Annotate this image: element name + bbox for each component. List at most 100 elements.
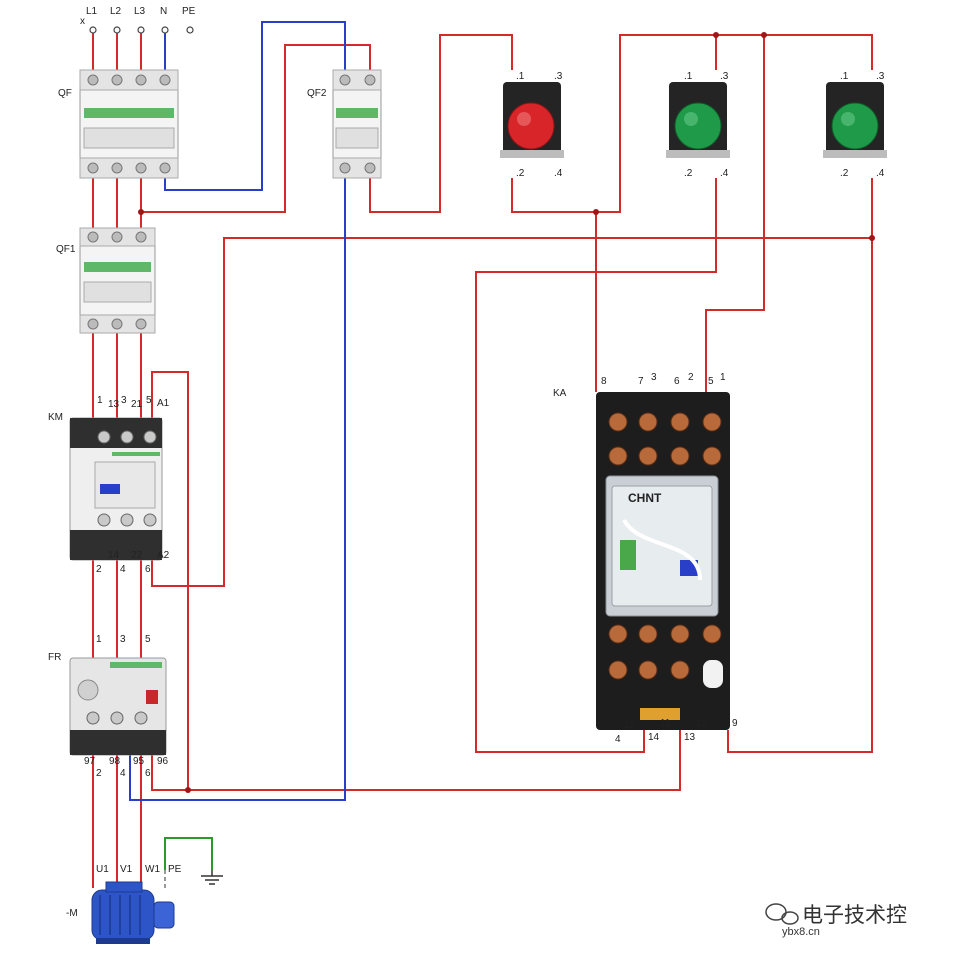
label-x: x: [80, 16, 85, 27]
red-wires: [92, 30, 873, 888]
fr-b6: 6: [145, 768, 151, 779]
wire-qf2-stop: [369, 34, 513, 213]
wire-green2-4: [727, 178, 873, 753]
breaker-qf1: [79, 227, 156, 334]
km-t21: 21: [131, 399, 143, 410]
stop-t1: .1: [516, 71, 525, 82]
label-l1: L1: [86, 6, 98, 17]
start2-t2: .2: [840, 168, 849, 179]
ka-bottom-labels: 4 12 14 11 13 10 9: [615, 718, 738, 745]
ka-t3: 3: [651, 372, 657, 383]
wire-fr-95: [151, 730, 681, 791]
start1-t3: .3: [720, 71, 729, 82]
wire-km-a1: [151, 371, 189, 790]
label-ka: KA: [553, 388, 567, 399]
start1-t2: .2: [684, 168, 693, 179]
watermark-brand: 电子技术控: [802, 904, 907, 927]
wire-ka6: [705, 35, 765, 392]
stop-t4: .4: [554, 168, 563, 179]
blue-wires: [129, 21, 346, 801]
km-t14: 14: [108, 550, 120, 561]
label-qf1: QF1: [56, 244, 76, 255]
km-t1: 1: [97, 395, 103, 406]
fr-b4: 4: [120, 768, 126, 779]
watermark: 电子技术控 ybx8.cn: [765, 903, 907, 938]
label-pe: PE: [182, 6, 196, 17]
ka-t14: 14: [648, 732, 660, 743]
motor-terminal-labels: U1 V1 W1 PE: [96, 864, 182, 875]
fr-t3: 3: [120, 634, 126, 645]
supply-labels: L1 L2 L3 N PE x: [80, 6, 196, 27]
start1-t1: .1: [684, 71, 693, 82]
overload-relay-fr: [69, 657, 167, 756]
ka-t12: 12: [624, 720, 636, 731]
start2-t1: .1: [840, 71, 849, 82]
fr-terminal-labels: 1 3 5 97 98 95 96 2 4 6: [84, 634, 169, 779]
start1-t4: .4: [720, 168, 729, 179]
chat-bubble-icon: [765, 903, 799, 925]
fr-t95: 95: [133, 756, 145, 767]
km-b4: 4: [120, 564, 126, 575]
stop-t3: .3: [554, 71, 563, 82]
ka-top-labels: 8 7 3 6 2 5 1: [601, 372, 726, 387]
ka-t7: 7: [638, 376, 644, 387]
motor-u1: U1: [96, 864, 109, 875]
watermark-site: ybx8.cn: [782, 926, 820, 938]
junction-dots: [138, 32, 875, 793]
device-labels: QF QF2 QF1 KM FR KA -M: [48, 88, 567, 919]
button-terminal-labels: .1 .3 .2 .4 .1 .3 .2 .4 .1 .3 .2 .4: [516, 71, 885, 179]
fr-t98: 98: [109, 756, 121, 767]
km-b6: 6: [145, 564, 151, 575]
breaker-qf2: [332, 69, 382, 179]
km-a1: A1: [157, 398, 170, 409]
stop-t2: .2: [516, 168, 525, 179]
label-motor: -M: [66, 908, 78, 919]
km-t3: 3: [121, 395, 127, 406]
motor-w1: W1: [145, 864, 160, 875]
ka-t6: 6: [674, 376, 680, 387]
label-qf2: QF2: [307, 88, 327, 99]
ka-t13: 13: [684, 732, 696, 743]
ka-t10: 10: [696, 718, 708, 729]
ka-t5: 5: [708, 376, 714, 387]
stop-button-icon: [500, 82, 564, 158]
ka-t2: 2: [688, 372, 694, 383]
ka-t9: 9: [732, 718, 738, 729]
ka-t1: 1: [720, 372, 726, 383]
motor-v1: V1: [120, 864, 133, 875]
km-t22: 22: [131, 550, 143, 561]
wire-l3-to-qf2: [141, 44, 371, 213]
relay-ka: [596, 392, 730, 730]
wire-green1-4: [475, 178, 717, 753]
km-t5: 5: [146, 395, 152, 406]
ka-t8: 8: [601, 376, 607, 387]
km-terminal-labels: 1 3 5 A1 13 21 14 22 A2 2 4 6: [96, 395, 170, 575]
supply-terminals: [89, 26, 194, 34]
wire-stop-2: [511, 34, 873, 213]
label-qf: QF: [58, 88, 72, 99]
fr-b2: 2: [96, 768, 102, 779]
fr-t1: 1: [96, 634, 102, 645]
fr-t97: 97: [84, 756, 96, 767]
ka-t11: 11: [660, 718, 671, 729]
label-km: KM: [48, 412, 63, 423]
contactor-km: [69, 417, 163, 561]
km-b2: 2: [96, 564, 102, 575]
start-button-1-icon: [666, 82, 730, 158]
start-button-2-icon: [823, 82, 887, 158]
fr-t5: 5: [145, 634, 151, 645]
ground-icon: [201, 870, 223, 885]
relay-brand: CHNT: [628, 491, 662, 505]
wire-km-a2: [151, 237, 872, 587]
wire-pe: [164, 837, 213, 870]
ka-t4: 4: [615, 734, 621, 745]
km-a2: A2: [157, 550, 170, 561]
label-n: N: [160, 6, 167, 17]
label-l3: L3: [134, 6, 146, 17]
label-l2: L2: [110, 6, 122, 17]
km-t13: 13: [108, 399, 120, 410]
motor-icon: [91, 881, 175, 944]
fr-t96: 96: [157, 756, 169, 767]
label-fr: FR: [48, 652, 61, 663]
start2-t3: .3: [876, 71, 885, 82]
